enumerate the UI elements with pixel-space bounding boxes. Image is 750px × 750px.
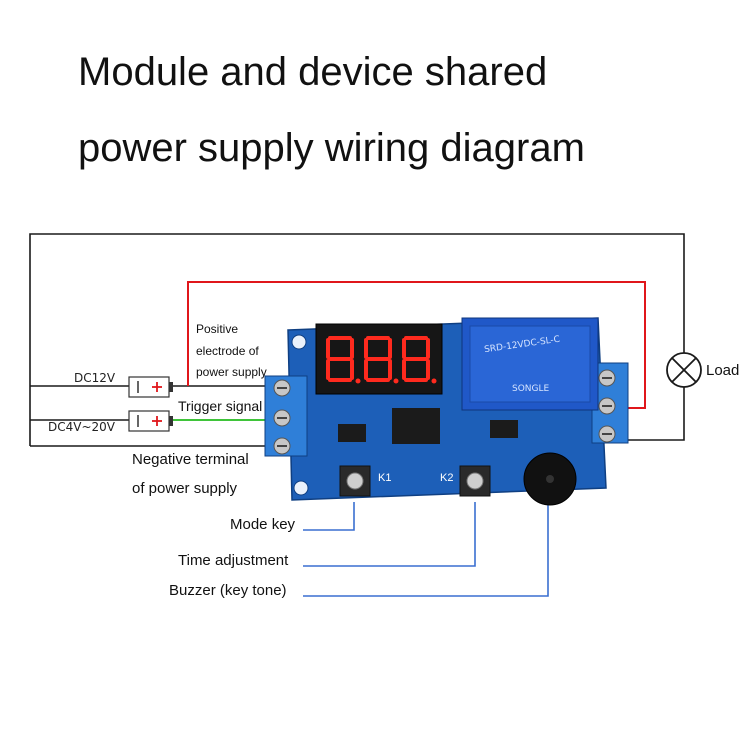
diagram-title-line1: Module and device shared xyxy=(78,50,548,94)
relay-component xyxy=(461,317,599,411)
k2-label: K2 xyxy=(440,472,454,484)
negative-terminal-label-line1: Negative terminal xyxy=(132,451,249,468)
relay-module-board xyxy=(264,317,629,506)
load-label: Load xyxy=(706,362,740,379)
positive-label-line1: Positive xyxy=(196,322,239,336)
blue-leader-lines xyxy=(303,502,549,597)
mode-key-leader xyxy=(303,502,355,531)
left-terminal-block xyxy=(264,375,308,457)
trigger-signal-label: Trigger signal xyxy=(178,398,263,414)
battery-dc12 xyxy=(128,376,173,398)
positive-label-line2: electrode of xyxy=(196,344,259,358)
k1-label: K1 xyxy=(378,472,392,484)
k1-button xyxy=(339,465,371,497)
outer-black-wire xyxy=(29,233,685,446)
transistor xyxy=(490,420,518,438)
time-adjust-leader xyxy=(303,502,476,567)
red-positive-wire xyxy=(187,281,646,409)
positive-label-line3: power supply xyxy=(196,365,267,379)
dc4-20v-label: DC4V~20V xyxy=(48,420,115,434)
battery-dc4-20 xyxy=(128,410,173,432)
load-return-wire xyxy=(610,387,685,441)
buzzer-component xyxy=(523,452,577,506)
relay-brand-text: SONGLE xyxy=(512,384,550,394)
load-lamp-icon xyxy=(666,352,702,388)
mcu-chip xyxy=(392,408,440,444)
small-chip xyxy=(338,424,366,442)
mode-key-label: Mode key xyxy=(230,516,296,533)
diagram-title-line2: power supply wiring diagram xyxy=(78,126,585,170)
time-adjustment-label: Time adjustment xyxy=(178,552,289,569)
seven-segment-display xyxy=(315,323,443,395)
buzzer-leader xyxy=(303,505,549,597)
k2-button xyxy=(459,465,491,497)
black-wires xyxy=(29,233,685,447)
dc12v-label: DC12V xyxy=(74,371,116,385)
buzzer-label: Buzzer (key tone) xyxy=(169,582,287,599)
negative-terminal-label-line2: of power supply xyxy=(132,480,238,497)
